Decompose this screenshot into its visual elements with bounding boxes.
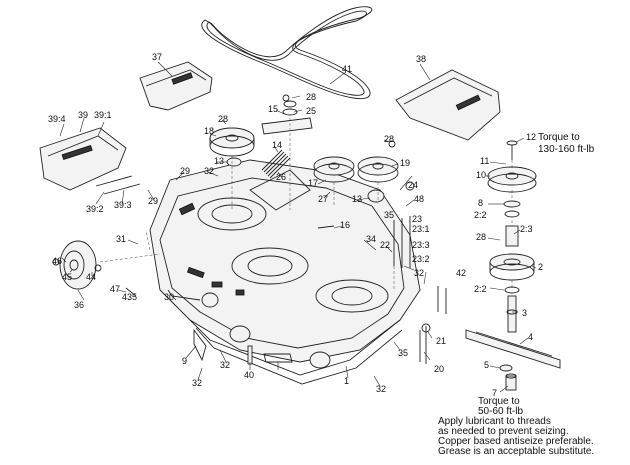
callout-36: 36 xyxy=(74,300,84,310)
callout-2: 2 xyxy=(538,262,543,272)
callout-23-1: 23:1 xyxy=(412,224,430,234)
callout-23: 23 xyxy=(412,214,422,224)
callout-labels: 41 37 38 39:4 39 39:1 39:2 39:3 28 18 13… xyxy=(48,52,595,398)
pulley-19 xyxy=(357,156,399,183)
callout-3: 3 xyxy=(522,308,527,318)
callout-25: 25 xyxy=(306,106,316,116)
callout-17: 17 xyxy=(308,178,318,188)
torque-bottom-line1: Torque to xyxy=(478,396,520,407)
callout-5-b: 5 xyxy=(132,292,137,302)
callout-45: 45 xyxy=(62,272,72,282)
callout-30: 30 xyxy=(164,292,174,302)
leader-lines xyxy=(59,61,537,393)
callout-35-a: 35 xyxy=(384,210,394,220)
callout-23-3: 23:3 xyxy=(412,240,430,250)
callout-43: 43 xyxy=(122,292,132,302)
callout-9: 9 xyxy=(182,356,187,366)
idler-arm xyxy=(261,100,313,135)
note-line-1: Apply lubricant to threads xyxy=(438,416,551,427)
callout-12: 12 xyxy=(526,132,536,142)
blade xyxy=(465,329,561,369)
callout-47: 47 xyxy=(110,284,120,294)
spring xyxy=(261,149,291,179)
notes: Torque to 50-60 ft-lb Apply lubricant to… xyxy=(438,396,594,457)
belt-cover-front-left xyxy=(39,127,127,191)
callout-16: 16 xyxy=(340,220,350,230)
callout-32-b: 32 xyxy=(414,268,424,278)
callout-13-a: 13 xyxy=(214,156,224,166)
callout-32-a: 32 xyxy=(204,166,214,176)
torque-top-line1: Torque to xyxy=(538,132,580,143)
callout-18: 18 xyxy=(204,126,214,136)
callout-48: 48 xyxy=(414,194,424,204)
callout-4: 4 xyxy=(528,332,533,342)
callout-39-4: 39:4 xyxy=(48,114,66,124)
callout-31: 31 xyxy=(116,234,126,244)
pulley-18 xyxy=(209,127,255,157)
callout-28-b: 28 xyxy=(306,92,316,102)
callout-35-b: 35 xyxy=(398,348,408,358)
callout-28-d: 28 xyxy=(476,232,486,242)
callout-29-b: 29 xyxy=(148,196,158,206)
callout-32-c: 32 xyxy=(220,360,230,370)
callout-8: 8 xyxy=(478,198,483,208)
callout-20: 20 xyxy=(434,364,444,374)
torque-top-line2: 130-160 ft-lb xyxy=(538,144,595,155)
note-line-3: Copper based antiseize preferable. xyxy=(438,436,594,447)
callout-42: 42 xyxy=(456,268,466,278)
callout-5: 5 xyxy=(484,360,489,370)
callout-39-2: 39:2 xyxy=(86,204,104,214)
callout-34: 34 xyxy=(366,234,376,244)
note-line-4: Grease is an acceptable substitute. xyxy=(438,446,594,457)
callout-2-2-b: 2:2 xyxy=(474,284,487,294)
misc-hardware xyxy=(95,94,447,365)
callout-40: 40 xyxy=(244,370,254,380)
assembly-lines xyxy=(99,118,513,290)
callout-13-b: 13 xyxy=(352,194,362,204)
callout-37: 37 xyxy=(152,52,162,62)
callout-10: 10 xyxy=(476,170,486,180)
blade-bolt xyxy=(505,373,517,391)
callout-29-a: 29 xyxy=(180,166,190,176)
callout-46: 46 xyxy=(52,256,62,266)
callout-38: 38 xyxy=(416,54,426,64)
callout-27: 27 xyxy=(318,194,328,204)
callout-19: 19 xyxy=(400,158,410,168)
callout-14: 14 xyxy=(272,140,282,150)
callout-39-3: 39:3 xyxy=(114,200,132,210)
belt xyxy=(201,6,373,100)
callout-15: 15 xyxy=(268,104,278,114)
belt-cover-left xyxy=(139,61,213,111)
note-line-2: as needed to prevent seizing. xyxy=(438,426,569,437)
spindle-assembly xyxy=(487,140,537,333)
callout-32-d: 32 xyxy=(192,378,202,388)
callout-2-3: 2:3 xyxy=(520,224,533,234)
callout-1: 1 xyxy=(344,376,349,386)
washer-5 xyxy=(499,364,513,372)
torque-bottom-line2: 50-60 ft-lb xyxy=(478,406,523,417)
callout-23-2: 23:2 xyxy=(412,254,430,264)
callout-28-a: 28 xyxy=(218,114,228,124)
anti-scalp-roller xyxy=(52,240,102,290)
callout-39-1: 39:1 xyxy=(94,110,112,120)
callout-24: 24 xyxy=(408,180,418,190)
callout-32-e: 32 xyxy=(376,384,386,394)
callout-39: 39 xyxy=(78,110,88,120)
mower-deck xyxy=(149,159,421,385)
callout-41: 41 xyxy=(342,64,352,74)
callout-21: 21 xyxy=(436,336,446,346)
callout-28-c: 28 xyxy=(384,134,394,144)
belt-cover-right xyxy=(395,69,501,141)
callout-22: 22 xyxy=(380,240,390,250)
callout-11: 11 xyxy=(480,156,489,166)
callout-7: 7 xyxy=(492,388,497,398)
callout-44: 44 xyxy=(86,272,96,282)
callout-2-2-a: 2:2 xyxy=(474,210,487,220)
callout-26: 26 xyxy=(276,172,286,182)
